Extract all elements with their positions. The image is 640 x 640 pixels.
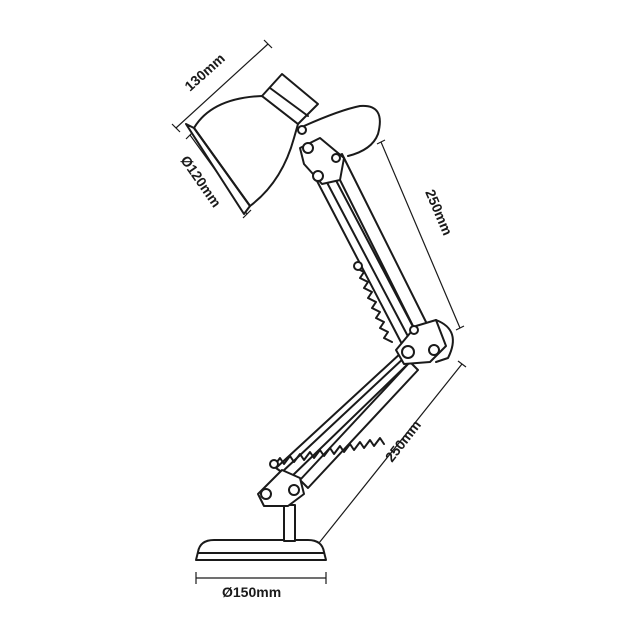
lamp-shade — [185, 73, 319, 215]
dim-upper-arm-label: 250mm — [422, 187, 456, 238]
dim-base-diameter-label: Ø150mm — [222, 584, 281, 600]
dim-lower-arm-label: 250mm — [382, 417, 424, 465]
dim-base-diameter: Ø150mm — [195, 572, 327, 600]
lamp-cable — [303, 104, 381, 157]
lower-spring — [273, 437, 385, 467]
upper-spring — [355, 267, 393, 343]
lamp-bottom-joint — [257, 459, 305, 507]
lamp-middle-joint — [395, 319, 454, 365]
lamp-lower-arm — [273, 351, 419, 489]
lamp-base — [195, 504, 327, 561]
lamp-top-joint — [299, 137, 345, 185]
